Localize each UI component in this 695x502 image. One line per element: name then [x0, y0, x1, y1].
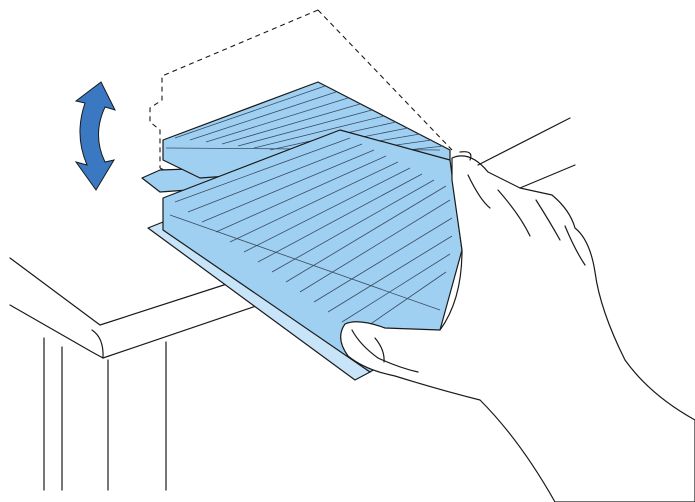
double-headed-curved-arrow-icon — [76, 82, 115, 190]
table-corner — [92, 330, 103, 358]
table-top-front-edge — [10, 258, 230, 325]
table-side-edge — [103, 304, 262, 358]
table-top-lower-edge — [10, 305, 103, 358]
table — [10, 258, 262, 490]
